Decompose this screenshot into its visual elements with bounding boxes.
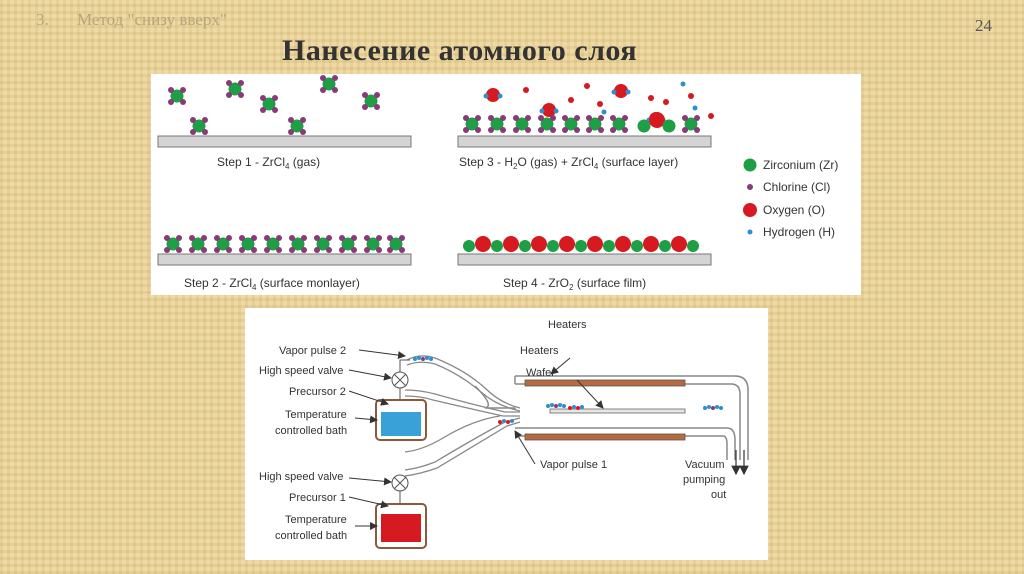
- wafer-label: Wafer: [526, 367, 555, 379]
- zrcl4-molecule: [289, 235, 307, 253]
- section-breadcrumb: 3. Метод "снизу вверх": [36, 10, 227, 30]
- zrcl4-molecule: [214, 235, 232, 253]
- zrcl4-molecule: [513, 115, 531, 133]
- section-title: Метод "снизу вверх": [77, 10, 227, 29]
- vapor-pulse-1-label: Vapor pulse 1: [540, 459, 607, 471]
- zrcl4-molecule: [682, 115, 700, 133]
- zrcl4-molecule: [538, 115, 556, 133]
- page-number: 24: [975, 16, 992, 35]
- zrcl4-molecule: [288, 117, 306, 135]
- zrcl4-molecule: [189, 235, 207, 253]
- zrcl4-molecule: [168, 87, 186, 105]
- zrcl4-molecule: [463, 115, 481, 133]
- heaters-label: Heaters: [520, 345, 559, 357]
- h2o-molecule: [483, 88, 503, 102]
- substrate: [457, 135, 712, 148]
- step1-diagram: Step 1 - ZrCl4 (gas): [157, 75, 412, 171]
- vapor-pulse-2-label: Vapor pulse 2: [279, 345, 346, 357]
- substrate: [457, 253, 712, 266]
- precursor-2-label: Precursor 2: [289, 386, 346, 398]
- ald-reactor-figure: Heaters Heaters Wafer Vapor pulse 2 High…: [245, 308, 768, 560]
- precursor-1-liquid: [381, 514, 421, 542]
- legend-oxygen-swatch: [743, 203, 757, 217]
- step2-label: Step 2 - ZrCl4 (surface monlayer): [184, 276, 360, 292]
- reactor-tube: [474, 375, 749, 460]
- zrcl4-molecule: [314, 235, 332, 253]
- zrcl4-molecule: [586, 115, 604, 133]
- section-number: 3.: [36, 10, 49, 29]
- legend-oxygen-label: Oxygen (O): [763, 203, 825, 217]
- legend-zirconium-swatch: [743, 158, 757, 172]
- zrcl4-molecule: [610, 115, 628, 133]
- tube-molecule: [546, 403, 566, 408]
- heater-upper: [524, 379, 686, 387]
- high-speed-valve-2-label: High speed valve: [259, 365, 343, 377]
- reactor-svg: Heaters Heaters Wafer Vapor pulse 2 High…: [259, 319, 749, 549]
- legend-hydrogen-swatch: [747, 229, 753, 235]
- high-speed-valve-1-label: High speed valve: [259, 471, 343, 483]
- vacuum-label-line2: pumping: [683, 474, 725, 486]
- zrcl4-molecule: [260, 95, 278, 113]
- zrcl4-molecule: [190, 117, 208, 135]
- zrcl4-molecule: [387, 235, 405, 253]
- vacuum-label-line1: Vacuum: [685, 459, 725, 471]
- heaters-top-label: Heaters: [548, 319, 587, 331]
- zrcl4-molecule: [164, 235, 182, 253]
- zrcl4-molecule: [488, 115, 506, 133]
- zrcl4-molecule: [339, 235, 357, 253]
- zrcl4-molecule: [362, 92, 380, 110]
- step1-label: Step 1 - ZrCl4 (gas): [217, 155, 320, 171]
- temp-bath-1-label-line2: controlled bath: [275, 530, 347, 542]
- legend-zirconium-label: Zirconium (Zr): [763, 158, 838, 172]
- vacuum-label-line3: out: [711, 489, 726, 501]
- ald-steps-figure: Step 1 - ZrCl4 (gas) Step 2 - ZrCl4 (sur…: [151, 74, 861, 295]
- zrcl4-molecule: [239, 235, 257, 253]
- wafer: [549, 408, 686, 414]
- substrate: [157, 253, 412, 266]
- step3-label: Step 3 - H2O (gas) + ZrCl4 (surface laye…: [459, 155, 678, 171]
- step4-diagram: Step 4 - ZrO2 (surface film): [457, 236, 712, 292]
- legend: Zirconium (Zr) Chlorine (Cl) Oxygen (O) …: [743, 158, 838, 239]
- zrcl4-molecule: [226, 80, 244, 98]
- step3-diagram: Step 3 - H2O (gas) + ZrCl4 (surface laye…: [457, 81, 714, 171]
- zrcl4-molecule: [562, 115, 580, 133]
- h2o-molecule: [539, 103, 559, 117]
- zrcl4-molecule: [320, 75, 338, 93]
- precursor-2-assembly: [375, 356, 433, 441]
- slide-title: Нанесение атомного слоя: [282, 34, 638, 67]
- tube-molecule: [703, 405, 723, 410]
- legend-chlorine-swatch: [747, 184, 753, 190]
- zrcl4-molecule: [364, 235, 382, 253]
- heater-lower: [524, 433, 686, 441]
- temp-bath-2-label-line1: Temperature: [285, 409, 347, 421]
- h2o-molecule: [611, 84, 631, 98]
- temp-bath-1-label-line1: Temperature: [285, 514, 347, 526]
- legend-hydrogen-label: Hydrogen (H): [763, 225, 835, 239]
- precursor-1-assembly: [375, 474, 427, 549]
- legend-chlorine-label: Chlorine (Cl): [763, 180, 830, 194]
- substrate: [157, 135, 412, 148]
- temp-bath-2-label-line2: controlled bath: [275, 425, 347, 437]
- precursor-2-liquid: [381, 412, 421, 436]
- precursor-1-label: Precursor 1: [289, 492, 346, 504]
- step4-label: Step 4 - ZrO2 (surface film): [503, 276, 646, 292]
- zrcl4-molecule: [264, 235, 282, 253]
- step2-diagram: Step 2 - ZrCl4 (surface monlayer): [157, 235, 412, 292]
- gas-lines: [404, 355, 521, 477]
- ald-steps-svg: Step 1 - ZrCl4 (gas) Step 2 - ZrCl4 (sur…: [157, 75, 838, 292]
